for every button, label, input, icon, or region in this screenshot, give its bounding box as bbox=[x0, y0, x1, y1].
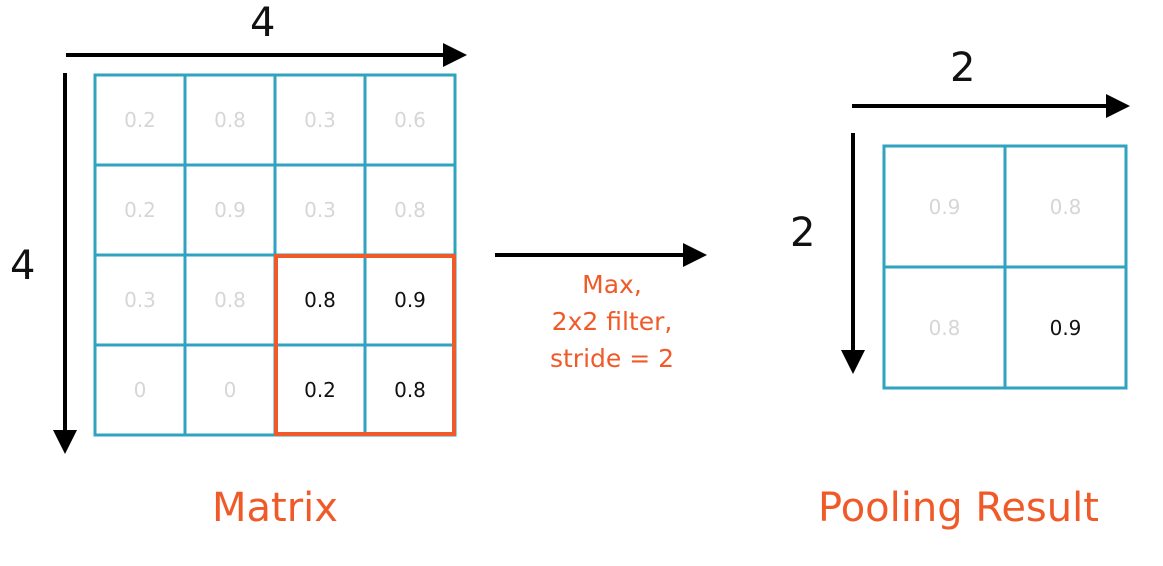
matrix-cell-value: 0.9 bbox=[394, 288, 426, 312]
matrix-cell-value: 0 bbox=[223, 378, 237, 402]
matrix-cell-value: 0.8 bbox=[214, 108, 246, 132]
result-cell-value: 0.9 bbox=[1049, 315, 1082, 340]
matrix-cell-value: 0.8 bbox=[304, 288, 336, 312]
result-grid-cell bbox=[1003, 265, 1128, 390]
result-width-label: 2 bbox=[950, 45, 976, 91]
matrix-cell-value: 0.2 bbox=[304, 378, 336, 402]
matrix-cell-value: 0.8 bbox=[394, 378, 426, 402]
operation-filter: 2x2 filter, bbox=[551, 307, 673, 336]
matrix-cell-value: 0.8 bbox=[214, 288, 246, 312]
result-label: Pooling Result bbox=[818, 485, 1099, 531]
matrix-cell-value: 0.8 bbox=[394, 198, 426, 222]
matrix-cell-value: 0.3 bbox=[304, 198, 336, 222]
result-cell-value: 0.8 bbox=[1049, 194, 1082, 219]
matrix-cell-value: 0.9 bbox=[214, 198, 246, 222]
matrix-cell-value: 0.3 bbox=[124, 288, 156, 312]
operation-description: Max, 2x2 filter, stride = 2 bbox=[512, 266, 712, 377]
operation-type: Max, bbox=[582, 270, 642, 299]
operation-stride: stride = 2 bbox=[549, 344, 675, 373]
matrix-cell-value: 0.6 bbox=[394, 108, 426, 132]
matrix-cell-value: 0.2 bbox=[124, 108, 156, 132]
result-height-label: 2 bbox=[790, 210, 816, 256]
result-grid bbox=[882, 144, 1128, 390]
matrix-width-label: 4 bbox=[250, 0, 276, 46]
result-cell-value: 0.8 bbox=[928, 315, 961, 340]
matrix-cell-value: 0 bbox=[133, 378, 147, 402]
matrix-cell-value: 0.3 bbox=[304, 108, 336, 132]
pooling-window-highlight bbox=[274, 254, 456, 436]
matrix-cell-value: 0.2 bbox=[124, 198, 156, 222]
result-cell-value: 0.9 bbox=[928, 194, 961, 219]
matrix-height-label: 4 bbox=[10, 243, 36, 289]
matrix-label: Matrix bbox=[212, 485, 338, 531]
